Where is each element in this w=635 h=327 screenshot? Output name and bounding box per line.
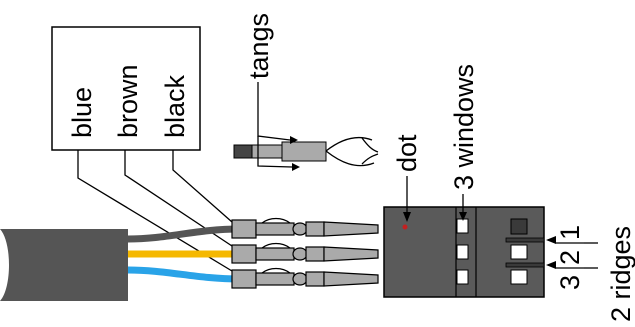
windows-leader [459,194,467,221]
label-2-ridges: 2 ridges [606,226,635,322]
wire-label-box: blue brown black [51,26,201,151]
tangs-leaders [257,82,300,171]
terminal-pin-2 [231,242,379,264]
label-3-windows: 3 windows [449,64,479,190]
label-dot: dot [392,134,422,172]
ridge-2 [505,262,545,268]
ridges-leaders [546,236,598,269]
wire-leader-lines [77,150,233,272]
connector-housing [383,206,545,298]
slot-2 [510,244,528,260]
window-3 [456,269,469,285]
wires [127,225,241,283]
crimp-terminals [231,217,379,289]
pin-number-2: 2 [555,250,585,265]
pin-number-3: 3 [555,275,585,290]
terminal-side-view [233,136,379,167]
window-1 [456,218,469,234]
terminal-pin-1 [231,217,379,239]
polarity-dot [402,224,408,230]
pin-number-separators [556,242,584,269]
window-2 [456,244,469,260]
dot-leader [403,176,411,222]
slot-3 [510,269,528,285]
slot-1 [510,218,528,235]
pin-number-1: 1 [555,225,585,240]
label-brown: brown [113,64,143,138]
wire-black [127,225,241,243]
label-blue: blue [67,87,97,138]
wire-blue [127,266,241,283]
label-tangs: tangs [244,13,274,79]
label-black: black [160,74,190,138]
cable-jacket [0,229,128,301]
terminal-pin-3 [231,267,379,289]
ridge-1 [505,237,545,243]
